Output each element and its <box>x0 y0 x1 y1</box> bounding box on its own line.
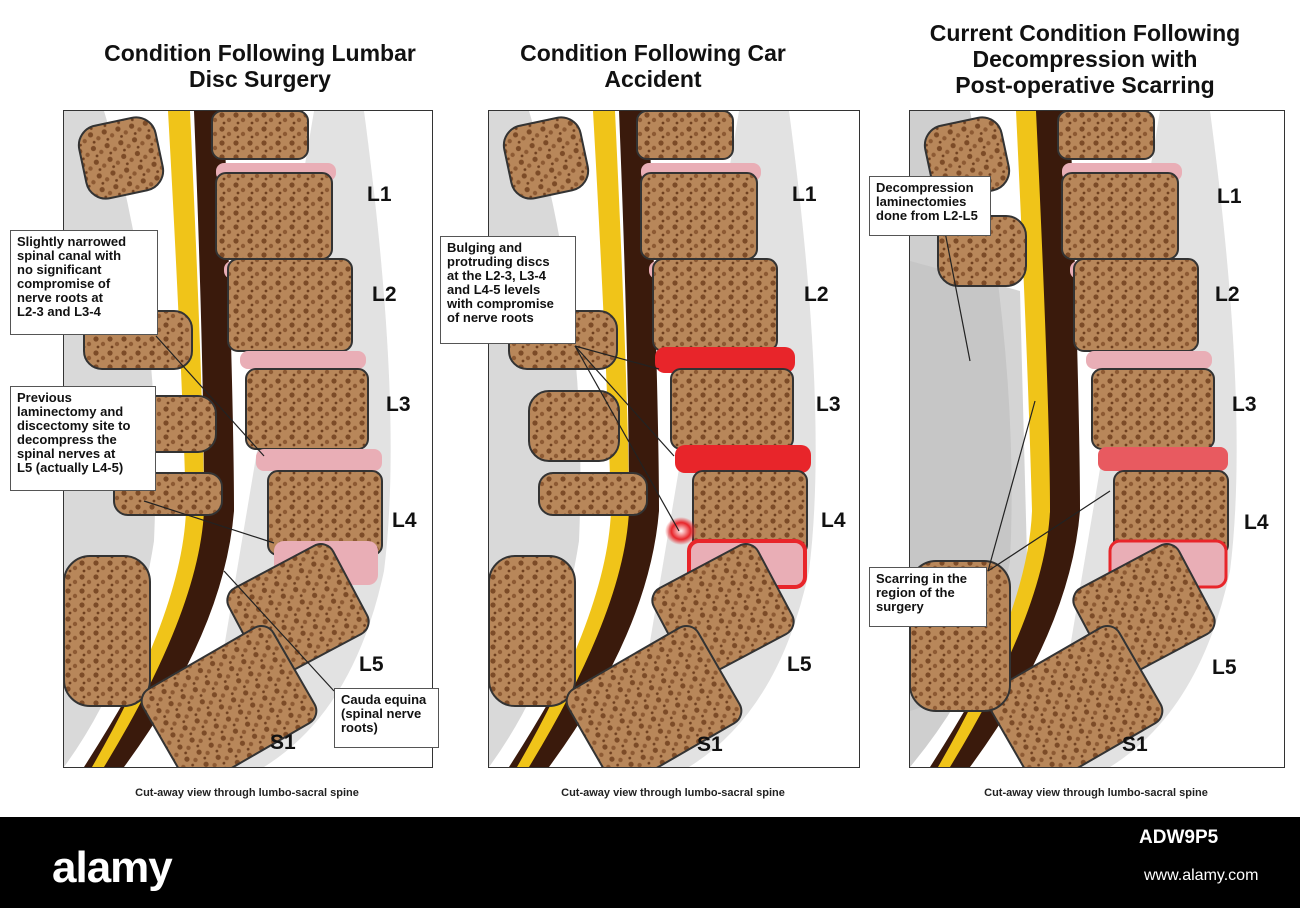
image-id: ADW9P5 <box>1139 827 1219 848</box>
level-label: L4 <box>392 509 417 532</box>
level-label: S1 <box>1122 733 1148 756</box>
level-label: L2 <box>804 283 829 306</box>
panel-3-title: Current Condition Following Decompressio… <box>929 20 1241 98</box>
panel-2-title: Condition Following Car Accident <box>520 40 786 92</box>
callout-narrowed-canal: Slightly narrowed spinal canal with no s… <box>10 230 158 335</box>
spine-illustration-2: L1 L2 L3 L4 L5 S1 <box>489 111 859 767</box>
spine-illustration-1: L1 L2 L3 L4 L5 S1 <box>64 111 432 767</box>
panel-3-caption: Cut-away view through lumbo-sacral spine <box>984 787 1208 799</box>
level-label: L1 <box>792 183 817 206</box>
panel-2-caption: Cut-away view through lumbo-sacral spine <box>561 787 785 799</box>
level-label: S1 <box>697 733 723 756</box>
panel-2-illustration: L1 L2 L3 L4 L5 S1 <box>488 110 860 768</box>
callout-decompression-laminectomies: Decompression laminectomies done from L2… <box>869 176 991 236</box>
level-label: L3 <box>1232 393 1257 416</box>
spine-illustration-3: L1 L2 L3 L4 L5 S1 <box>910 111 1284 767</box>
level-label: L5 <box>1212 656 1237 679</box>
callout-bulging-discs: Bulging and protruding discs at the L2-3… <box>440 236 576 344</box>
level-label: L5 <box>787 653 812 676</box>
level-label: L4 <box>1244 511 1269 534</box>
level-label: L5 <box>359 653 384 676</box>
callout-scarring: Scarring in the region of the surgery <box>869 567 987 627</box>
callout-cauda-equina: Cauda equina (spinal nerve roots) <box>334 688 439 748</box>
level-label: L2 <box>1215 283 1240 306</box>
level-label: L2 <box>372 283 397 306</box>
watermark-footer: alamy ADW9P5 www.alamy.com <box>0 817 1300 908</box>
level-label: L3 <box>816 393 841 416</box>
level-label: L1 <box>1217 185 1242 208</box>
panel-3-illustration: L1 L2 L3 L4 L5 S1 <box>909 110 1285 768</box>
site-url: www.alamy.com <box>1144 867 1259 884</box>
panel-1-title: Condition Following Lumbar Disc Surgery <box>104 40 416 92</box>
level-label: S1 <box>270 731 296 754</box>
level-label: L4 <box>821 509 846 532</box>
panel-1-caption: Cut-away view through lumbo-sacral spine <box>135 787 359 799</box>
callout-previous-laminectomy: Previous laminectomy and discectomy site… <box>10 386 156 491</box>
panel-1-illustration: L1 L2 L3 L4 L5 S1 <box>63 110 433 768</box>
brand-logo: alamy <box>52 843 173 892</box>
level-label: L3 <box>386 393 411 416</box>
level-label: L1 <box>367 183 392 206</box>
